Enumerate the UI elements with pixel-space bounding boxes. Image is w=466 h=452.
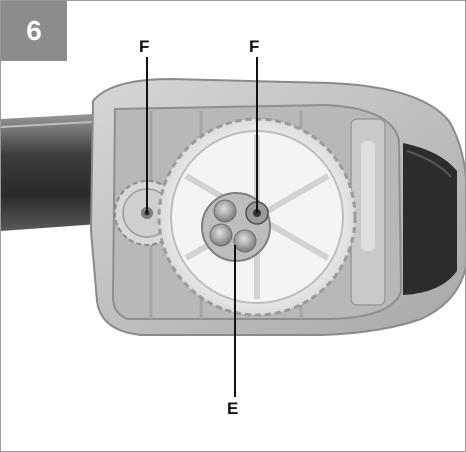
callout-label-f-right: F xyxy=(249,37,260,56)
step-number-badge: 6 xyxy=(1,1,67,61)
handle xyxy=(1,113,113,231)
callout-label-e: E xyxy=(227,399,239,418)
callout-label-f-left: F xyxy=(139,37,150,56)
main-gear-icon xyxy=(157,117,357,317)
